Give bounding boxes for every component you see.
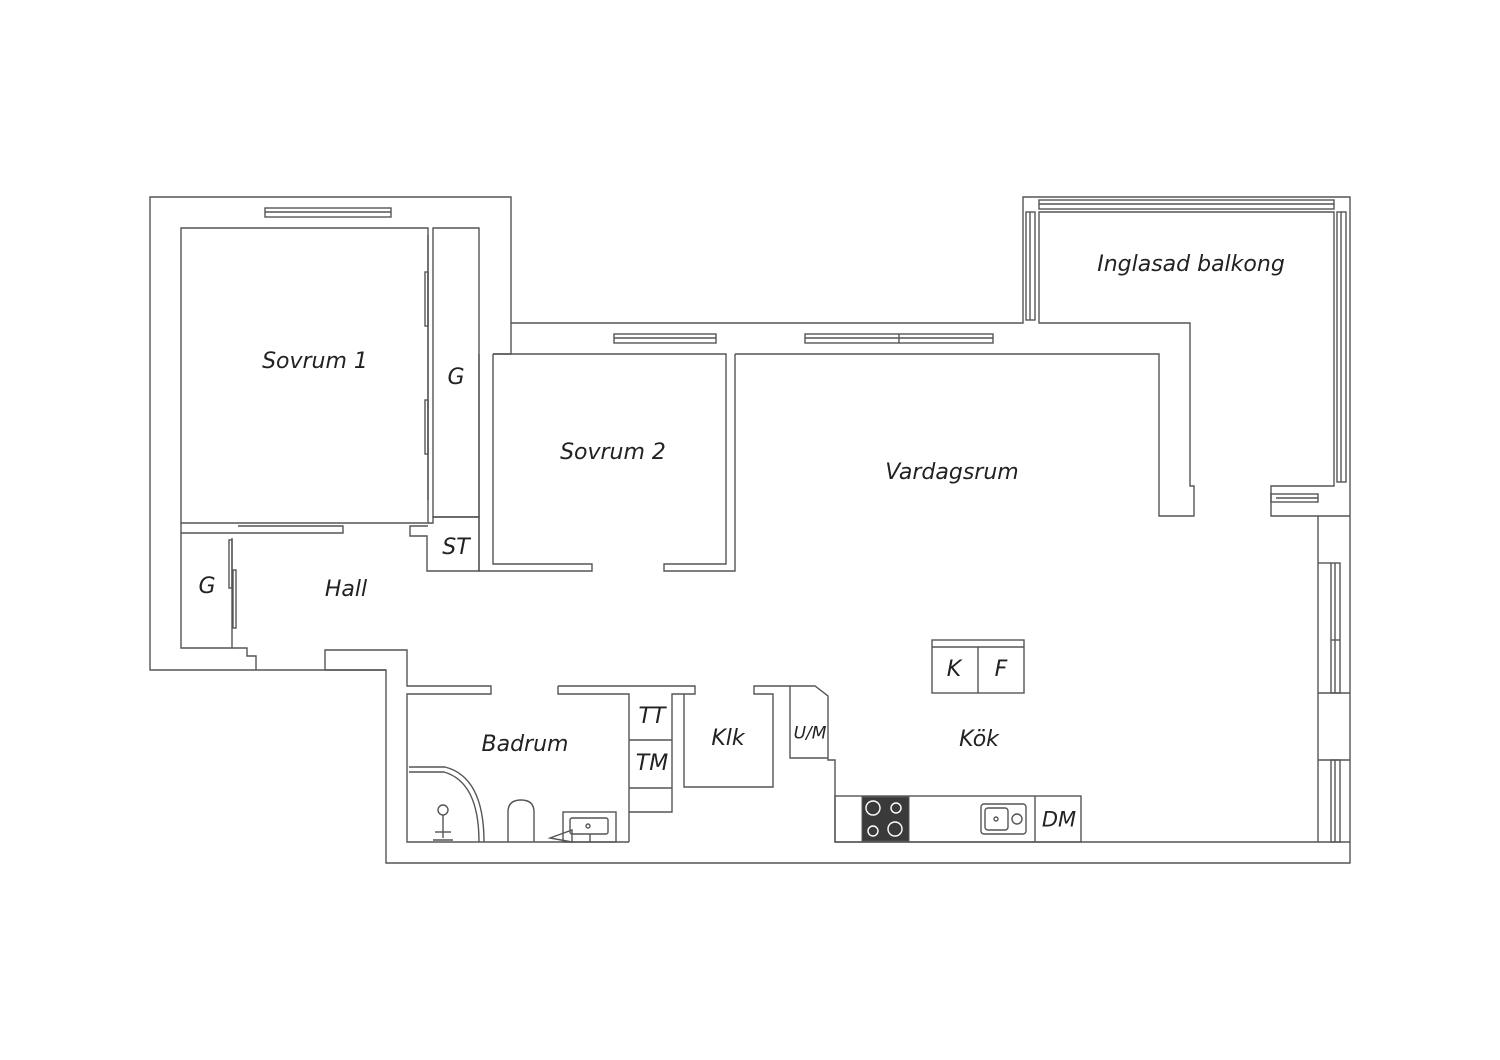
room-label-vardagsrum: Vardagsrum [885,460,1019,485]
fixture-label-tvattmaskin: TT [638,704,666,729]
stadskap-box [409,516,480,572]
fixture-label-garderob-hall: G [198,574,216,599]
kitchen-counter [834,795,1082,843]
stove [861,796,910,842]
room-label-hall: Hall [324,577,368,602]
fixture-label-stadskap: ST [442,535,470,560]
fixture-label-garderob-sovrum1: G [447,365,465,390]
room-label-klk: Klk [711,726,745,751]
outer-wall [149,196,1351,864]
fixture-label-torktumlare: TM [635,751,669,776]
klk-box [683,685,790,788]
room-label-badrum: Badrum [481,732,569,757]
fixture-label-diskmaskin: DM [1041,807,1077,832]
room-label-sovrum1: Sovrum 1 [262,349,368,374]
room-label-sovrum2: Sovrum 2 [560,440,666,465]
shower [409,766,485,843]
kitchen-sink [980,803,1027,835]
garderob-hall [180,533,233,649]
fixture-label-ugn-mikro: U/M [793,723,827,744]
room-label-balkong: Inglasad balkong [1097,252,1285,277]
room-label-kok: Kök [959,727,999,752]
inner-wall-sovrum2 [493,353,736,572]
fixture-label-kyl: K [946,657,962,682]
toilet [507,799,535,842]
inner-wall-sovrum1 [180,227,429,524]
fixture-label-frys: F [994,657,1008,682]
